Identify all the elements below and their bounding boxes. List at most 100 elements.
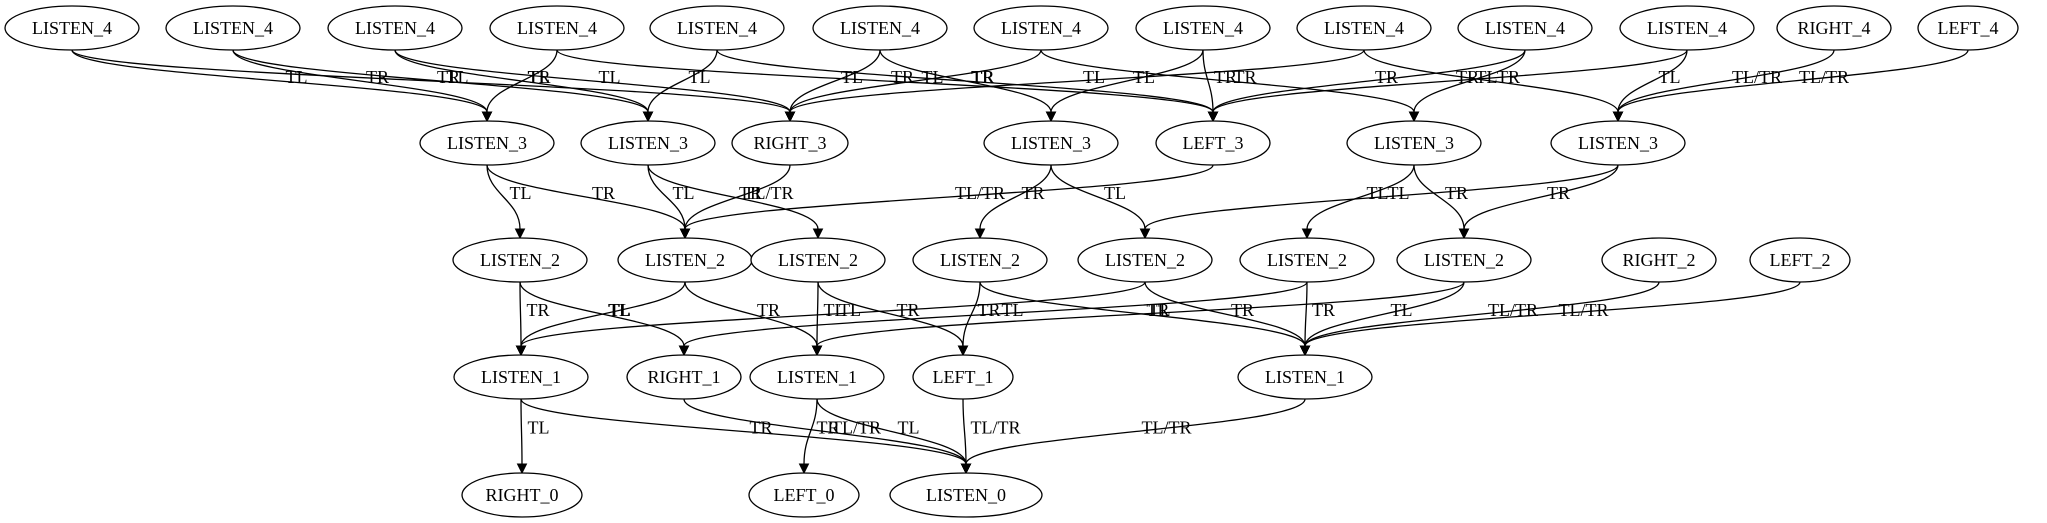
node-label: LISTEN_1 bbox=[481, 367, 561, 387]
node-label: LEFT_3 bbox=[1183, 133, 1244, 153]
edge-line bbox=[789, 49, 1365, 113]
edge-lf4-to-l3e: TL/TR bbox=[1612, 49, 1969, 123]
edge-label: TL/TR bbox=[1142, 418, 1192, 438]
node-ellipse bbox=[1077, 237, 1213, 283]
node-label: LISTEN_1 bbox=[1265, 367, 1345, 387]
edge-label: TR bbox=[1022, 183, 1045, 203]
node-label: LEFT_4 bbox=[1938, 18, 1999, 38]
edge-l3d-to-l2g: TR bbox=[1413, 164, 1470, 240]
node-label: LISTEN_1 bbox=[777, 367, 857, 387]
edge-line bbox=[816, 398, 967, 465]
edge-l3a-to-l2a: TL bbox=[486, 164, 532, 240]
edge-line bbox=[71, 49, 791, 113]
node-listen-3: LISTEN_3 bbox=[1550, 120, 1686, 166]
edge-l4a-to-r3: TR bbox=[71, 49, 796, 123]
edge-label: TL bbox=[609, 300, 631, 320]
node-label: LISTEN_2 bbox=[1424, 250, 1504, 270]
node-listen-3: LISTEN_3 bbox=[983, 120, 1119, 166]
edge-line bbox=[962, 398, 967, 465]
node-label: LISTEN_3 bbox=[447, 133, 527, 153]
node-ellipse bbox=[731, 120, 849, 166]
edge-line bbox=[1144, 281, 1306, 347]
node-ellipse bbox=[983, 120, 1119, 166]
edge-line bbox=[683, 281, 1308, 347]
node-label: LISTEN_0 bbox=[926, 485, 1006, 505]
node-listen-4: LISTEN_4 bbox=[973, 5, 1109, 51]
node-label: LISTEN_4 bbox=[1001, 18, 1081, 38]
edge-line bbox=[232, 49, 488, 113]
edge-label: TL bbox=[1083, 67, 1105, 87]
node-ellipse bbox=[1155, 120, 1271, 166]
edge-label: TR bbox=[1147, 300, 1170, 320]
node-listen-4: LISTEN_4 bbox=[1296, 5, 1432, 51]
arrowhead bbox=[1139, 228, 1151, 240]
arrowhead bbox=[960, 463, 972, 475]
edge-label: TR bbox=[1547, 183, 1570, 203]
edge-line bbox=[1304, 281, 1801, 347]
edge-l4a-to-l3a: TL bbox=[71, 49, 493, 123]
node-left-1: LEFT_1 bbox=[912, 354, 1014, 400]
node-right-3: RIGHT_3 bbox=[731, 120, 849, 166]
edge-label: TL bbox=[922, 67, 944, 87]
node-ellipse bbox=[461, 472, 583, 518]
node-label: RIGHT_0 bbox=[486, 485, 559, 505]
edge-line bbox=[1304, 281, 1308, 347]
node-listen-2: LISTEN_2 bbox=[1077, 237, 1213, 283]
edge-line bbox=[1040, 49, 1415, 113]
edge-l3e-to-l2g: TR bbox=[1458, 164, 1619, 240]
edge-label: TR bbox=[1456, 67, 1479, 87]
edge-line bbox=[1050, 49, 1204, 113]
edge-l4h-to-lf3: TR bbox=[1202, 49, 1237, 123]
arrowhead bbox=[514, 228, 526, 240]
node-listen-3: LISTEN_3 bbox=[1346, 120, 1482, 166]
node-ellipse bbox=[489, 5, 625, 51]
arrowhead bbox=[515, 345, 527, 357]
node-listen-3: LISTEN_3 bbox=[580, 120, 716, 166]
arrowhead bbox=[812, 228, 824, 240]
edge-r3-to-l2b: TL/TR bbox=[679, 164, 794, 240]
node-label: LISTEN_4 bbox=[517, 18, 597, 38]
edge-line bbox=[1212, 49, 1526, 113]
node-ellipse bbox=[165, 5, 301, 51]
edge-line bbox=[519, 281, 522, 347]
edge-line bbox=[962, 281, 981, 347]
edge-line bbox=[1304, 281, 1465, 347]
node-ellipse bbox=[912, 354, 1014, 400]
edge-line bbox=[647, 164, 819, 230]
arrowhead bbox=[678, 345, 690, 357]
edge-label: TL/TR bbox=[1732, 67, 1782, 87]
node-ellipse bbox=[580, 120, 716, 166]
node-label: LISTEN_4 bbox=[840, 18, 920, 38]
node-ellipse bbox=[327, 5, 463, 51]
node-listen-4: LISTEN_4 bbox=[165, 5, 301, 51]
edge-l2d-to-lf1: TR bbox=[957, 281, 1001, 357]
edge-line bbox=[394, 49, 791, 113]
node-listen-3: LISTEN_3 bbox=[419, 120, 555, 166]
edge-label: TL/TR bbox=[1799, 67, 1849, 87]
node-listen-4: LISTEN_4 bbox=[1135, 5, 1271, 51]
node-listen-2: LISTEN_2 bbox=[912, 237, 1048, 283]
edge-l4f-to-r3: TL bbox=[784, 49, 881, 123]
arrowhead bbox=[974, 228, 986, 240]
edge-l2g-to-l1b: TR bbox=[811, 281, 1465, 357]
node-ellipse bbox=[1237, 354, 1373, 400]
node-ellipse bbox=[1601, 237, 1717, 283]
edge-l1c-to-l0: TL/TR bbox=[960, 398, 1306, 475]
edge-line bbox=[556, 49, 1214, 113]
node-label: LISTEN_3 bbox=[1374, 133, 1454, 153]
node-ellipse bbox=[1917, 5, 2019, 51]
edge-lf1-to-l0: TL/TR bbox=[960, 398, 1021, 475]
node-listen-4: LISTEN_4 bbox=[1457, 5, 1593, 51]
arrowhead bbox=[1301, 228, 1313, 240]
nodes-layer: LISTEN_4 LISTEN_4 LISTEN_4 LISTEN_4 LISTEN_4… bbox=[4, 5, 2019, 518]
arrowhead bbox=[481, 111, 493, 123]
node-left-0: LEFT_0 bbox=[748, 472, 860, 518]
node-ellipse bbox=[649, 5, 785, 51]
node-ellipse bbox=[1776, 5, 1892, 51]
arrowhead bbox=[1207, 111, 1219, 123]
edge-label: TR bbox=[528, 67, 551, 87]
edge-line bbox=[789, 49, 1042, 113]
node-ellipse bbox=[1550, 120, 1686, 166]
edge-line bbox=[1212, 49, 1688, 113]
